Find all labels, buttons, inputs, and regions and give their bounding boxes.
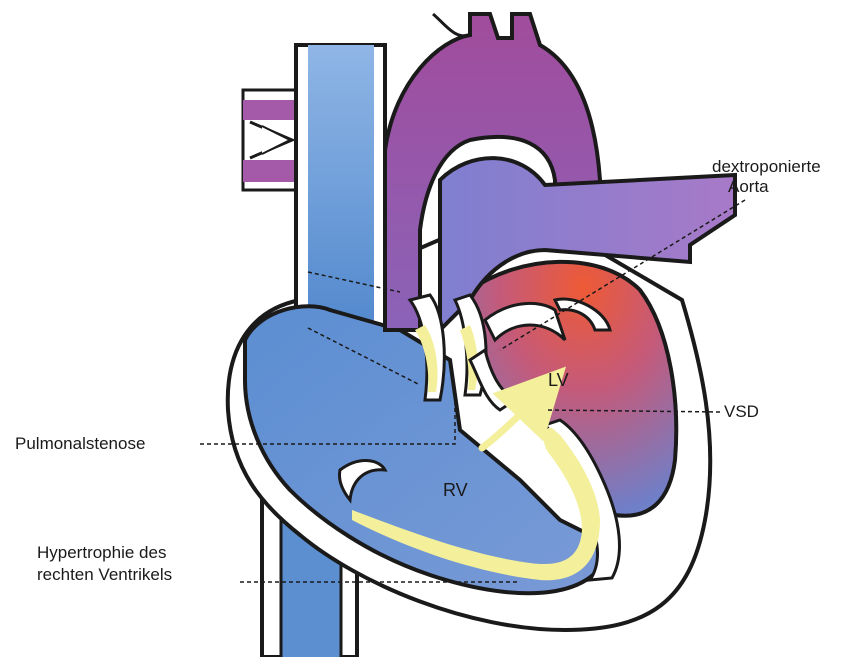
label-aorta-line2: Aorta [712, 177, 821, 197]
label-aorta: dextroponierte Aorta [712, 157, 821, 197]
label-rv: RV [443, 480, 468, 500]
pulmonary-veins [243, 90, 300, 190]
superior-vena-cava [296, 45, 385, 345]
label-hypertrophie: Hypertrophie des rechten Ventrikels [37, 543, 172, 585]
label-hypertrophie-line2: rechten Ventrikels [37, 563, 172, 585]
label-hypertrophie-line1: Hypertrophie des [37, 543, 172, 563]
label-pulmonalstenose: Pulmonalstenose [15, 434, 145, 454]
label-lv: LV [548, 370, 569, 390]
label-vsd: VSD [724, 402, 759, 422]
label-aorta-line1: dextroponierte [712, 157, 821, 177]
